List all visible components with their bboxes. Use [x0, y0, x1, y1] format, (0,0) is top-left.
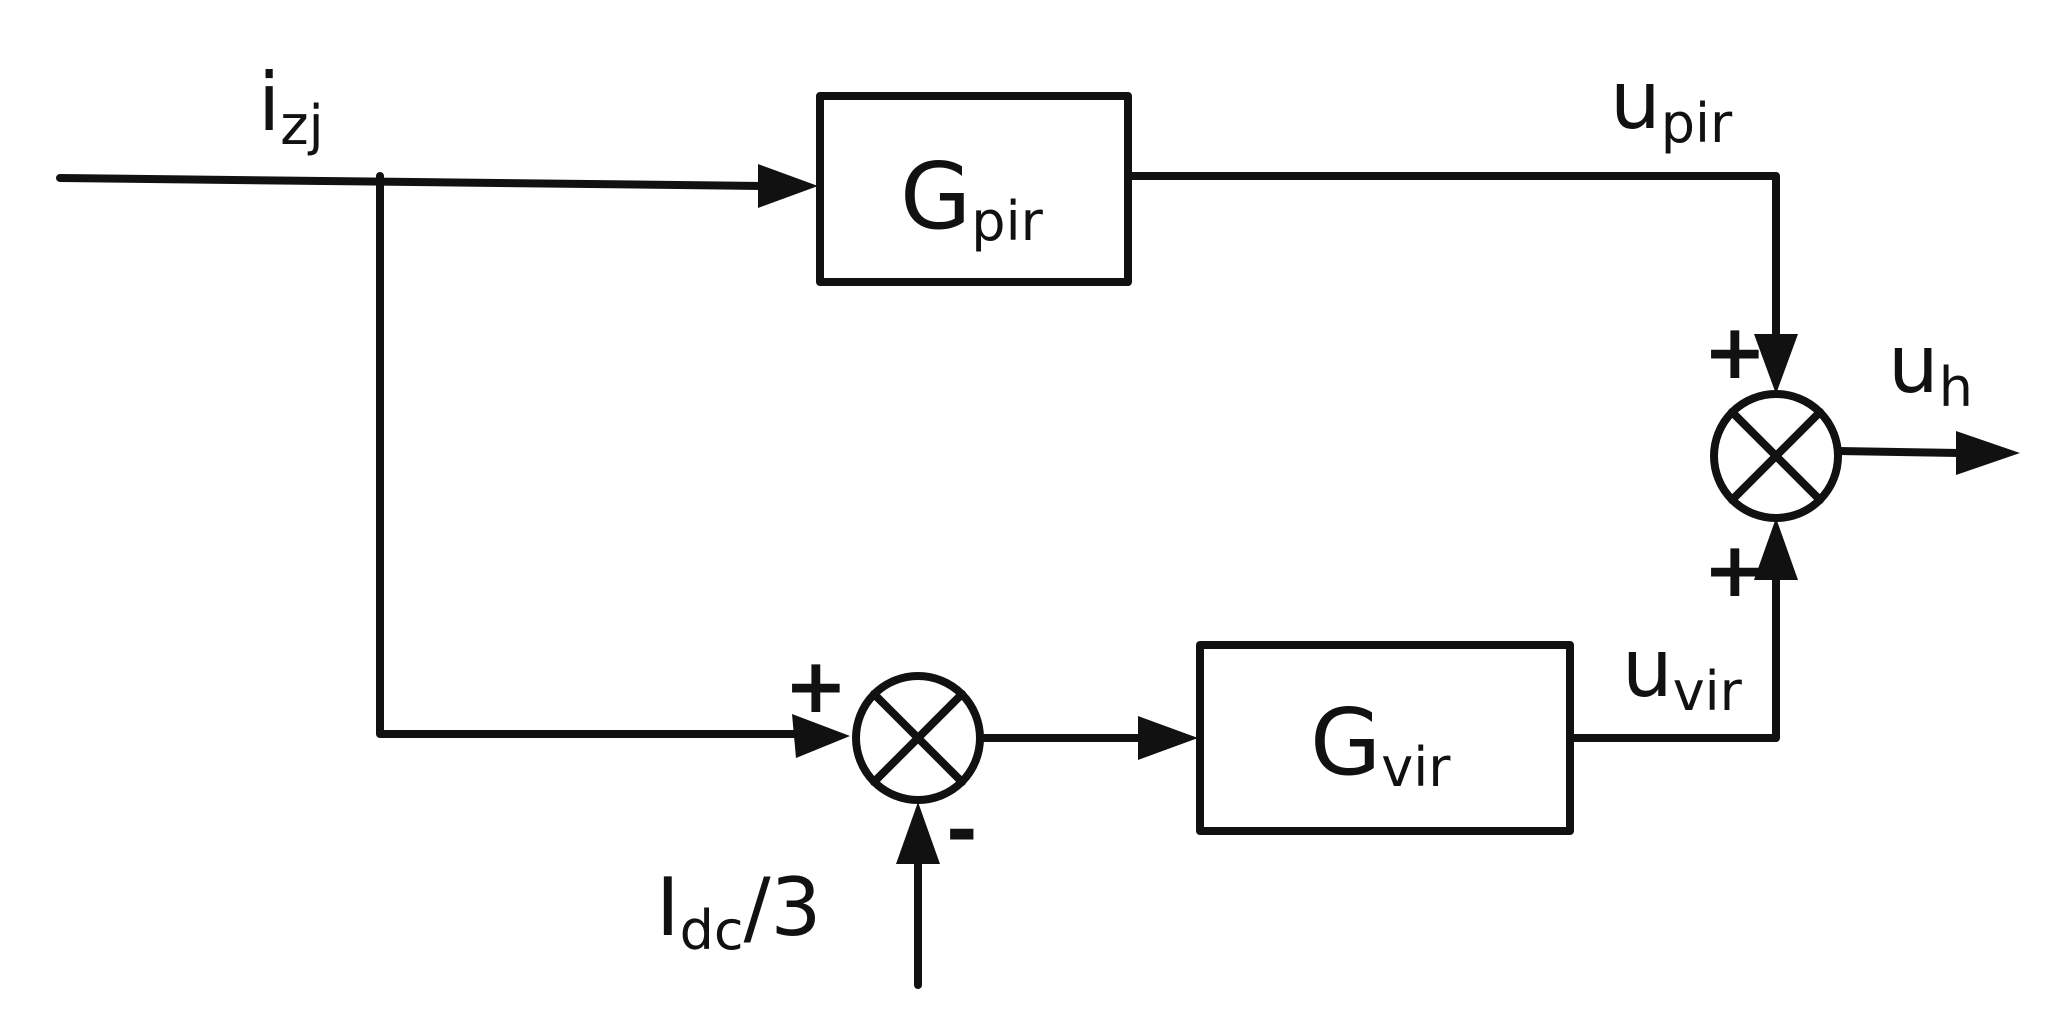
block-g-vir-label: Gvir — [1310, 689, 1451, 799]
label-u-vir: uvir — [1622, 622, 1743, 723]
arrowhead-into-bottom-sum-left — [792, 714, 850, 758]
block-g-pir-label: Gpir — [900, 143, 1044, 253]
sign-bottom-sum-bottom: - — [946, 785, 978, 874]
label-input-current: izj — [258, 56, 324, 157]
wire-input-to-gpir — [56, 174, 769, 190]
summing-junction-bottom-cross-b — [870, 690, 966, 786]
block-g-pir — [816, 92, 1132, 286]
wire-gpir-to-top-sum — [1124, 172, 1780, 344]
label-u-pir: upir — [1610, 54, 1733, 155]
arrowhead-into-bottom-sum-below — [896, 802, 940, 864]
sign-top-sum-top: + — [1703, 307, 1767, 396]
wire-branch-to-bottom-sum — [376, 172, 814, 738]
label-u-h: uh — [1888, 318, 1973, 419]
wire-output-uh — [1834, 447, 1964, 457]
arrowhead-output-uh — [1956, 431, 2020, 475]
label-idc-third: Idc/3 — [656, 861, 821, 962]
arrowhead-into-gvir — [1138, 716, 1198, 760]
sign-top-sum-bottom: + — [1703, 525, 1767, 614]
arrowhead-into-gpir — [758, 164, 818, 208]
summing-junction-top-cross-b — [1728, 408, 1824, 504]
sign-bottom-sum-left: + — [784, 641, 848, 730]
wire-gvir-to-top-sum — [1566, 576, 1780, 742]
arrowhead-into-top-sum-from-below — [1754, 518, 1798, 580]
arrowhead-into-top-sum-from-above — [1754, 334, 1798, 394]
